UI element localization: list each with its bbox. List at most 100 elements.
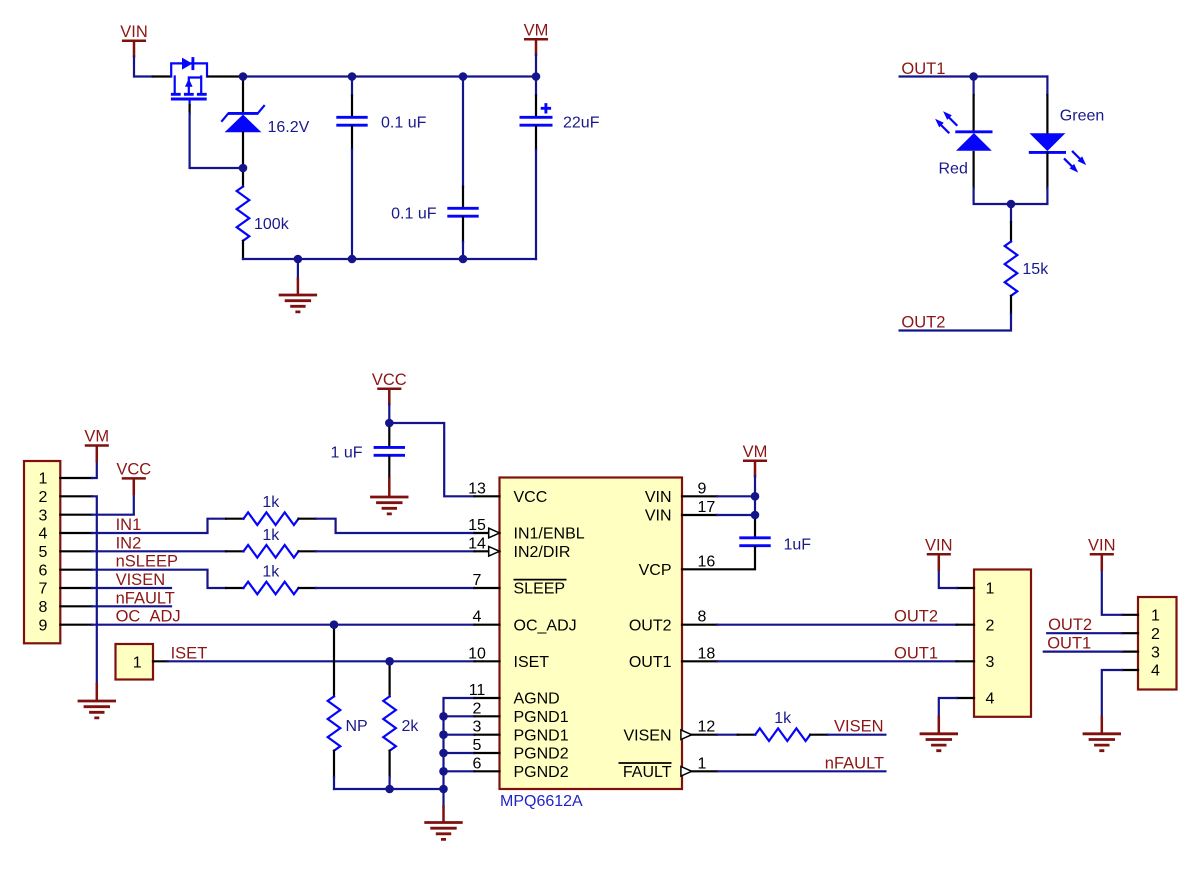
- resistor-np-body: [326, 695, 342, 752]
- wire-j2-pin1-vin: [937, 569, 958, 590]
- net-label-in1: IN1: [116, 516, 142, 534]
- header-j1-stubs: [59, 476, 94, 626]
- section-logic-inputs: IN1 1k IN2 1k nSLEEP 1k VISEN nFAULT OC …: [90, 494, 476, 626]
- ic-pin-number: 4: [473, 609, 482, 626]
- ic-pin-name: ISET: [514, 654, 550, 671]
- resistor-100k: 100k: [235, 166, 290, 261]
- power-bar-vin-j3: [1089, 553, 1114, 572]
- resistor-2k: 2k: [382, 660, 420, 791]
- ic-pin-number: 13: [468, 480, 486, 497]
- cap2-value: 0.1 uF: [391, 206, 437, 223]
- cap22-plates: [519, 115, 553, 127]
- ic-pin-name: SLEEP: [514, 581, 566, 598]
- header-j1-body: [22, 459, 62, 645]
- ic-pin-number: 14: [468, 535, 486, 552]
- section-power-input: VIN 16.2V: [120, 22, 600, 314]
- zener-cathode-hooks: [220, 104, 266, 123]
- header-j1-pin1: 1: [39, 471, 48, 488]
- wire-gate-to-divider: [188, 112, 242, 170]
- header-j1-pin5: 5: [39, 544, 48, 561]
- wire-led-branches-top: [972, 75, 1049, 97]
- junction-dot: [439, 784, 448, 794]
- ic-pin-number: 8: [698, 609, 707, 626]
- resistor-in2-body: [242, 543, 300, 559]
- net-label-ocadj: OC ADJ: [116, 608, 181, 626]
- ic-pin-number: 11: [469, 682, 486, 699]
- header-j1-pin2: 2: [39, 489, 48, 506]
- power-bar-vm-top: [523, 38, 549, 57]
- resistor-visen-body: [754, 727, 812, 743]
- ic-body: [498, 476, 684, 791]
- led-red: Red: [935, 111, 993, 178]
- header-j1: 1 2 3 4 5 6 7 8 9 VM VCC: [22, 428, 151, 720]
- wire-j3-pin1-vin: [1100, 569, 1124, 616]
- mosfet-arrow-icon: [185, 78, 193, 87]
- zener-triangle-icon: [224, 114, 262, 133]
- ic-pin-name: IN2/DIR: [514, 544, 571, 561]
- cap-vm-value: 1uF: [784, 537, 812, 554]
- resistor-15k-value: 15k: [1022, 261, 1049, 278]
- power-bar-vin-j2: [926, 553, 951, 572]
- led-bottom-leads: [972, 150, 1049, 190]
- section-iset: 1 ISET NP 2k: [114, 620, 476, 841]
- ic-pin-name: PGND2: [514, 746, 569, 763]
- resistor-nsleep-value: 1k: [262, 564, 280, 581]
- junction-dot: [329, 620, 339, 629]
- led-red-arrow-shafts: [938, 114, 959, 135]
- cap1-plates: [334, 115, 370, 127]
- power-bar-vm-ic: [742, 459, 768, 478]
- ic-right-stubs: [680, 495, 719, 773]
- net-label-in2: IN2: [116, 534, 142, 552]
- net-label-vcc-cap: VCC: [372, 371, 407, 389]
- junction-dot: [1006, 199, 1016, 209]
- ic-pin-name: OUT2: [629, 617, 672, 634]
- wire-j2-pin4-gnd: [937, 696, 958, 718]
- wire-vin-pins: [715, 495, 757, 517]
- ic-pin-number: 1: [698, 755, 707, 772]
- junction-dot: [293, 254, 303, 264]
- ground-icon-topleft: [277, 293, 319, 314]
- ic-input-arrow-icon: [487, 527, 502, 539]
- cap-vcc-value: 1 uF: [330, 445, 362, 462]
- cap1-value: 0.1 uF: [381, 115, 427, 132]
- ic-input-arrow-icon: [487, 545, 502, 558]
- junction-dot: [458, 72, 468, 81]
- wire-vcp: [680, 545, 757, 571]
- ic-pin-number: 5: [473, 737, 482, 754]
- cap22-value: 22uF: [563, 115, 600, 132]
- junction-dot: [439, 767, 448, 776]
- wire-j1-pin3-vcc: [90, 492, 135, 516]
- section-led-indicator: OUT1 Red Green: [898, 60, 1104, 332]
- ic-pin-name: IN1/ENBL: [514, 526, 585, 543]
- ground-icon-j3: [1081, 732, 1123, 753]
- header-j3-pin1: 1: [1151, 608, 1160, 625]
- ic-pin-name: VCC: [514, 489, 548, 506]
- wire-nsleep-left: [90, 568, 228, 590]
- net-label-out1-j3: OUT1: [1047, 635, 1091, 653]
- wire-in1-left: [90, 517, 228, 535]
- led-green-arrow-head: [1069, 163, 1079, 173]
- net-label-vin-j3: VIN: [1088, 537, 1116, 555]
- ic-pin-number: 18: [698, 645, 716, 662]
- header-j1-pin3: 3: [39, 507, 48, 524]
- header-j1-pin9: 9: [39, 617, 48, 634]
- led-red-arrow-head: [943, 111, 952, 120]
- resistor-in1-body: [242, 511, 300, 527]
- resistor-in2-value: 1k: [262, 527, 280, 544]
- junction-dot: [238, 72, 248, 81]
- resistor-15k: 15k: [1003, 202, 1049, 316]
- ground-icon-j2: [918, 732, 960, 753]
- net-label-vin-j2: VIN: [925, 537, 953, 555]
- header-j1-pin6: 6: [39, 562, 48, 579]
- net-label-out2-j3: OUT2: [1048, 616, 1092, 634]
- resistor-2k-body: [382, 695, 397, 752]
- cap2-plates: [445, 206, 481, 218]
- net-label-vin-top: VIN: [120, 23, 148, 41]
- junction-dot: [385, 418, 394, 428]
- resistor-visen: 1k VISEN: [715, 710, 887, 743]
- resistor-2k-value: 2k: [402, 718, 420, 735]
- ic-left-stubs: [473, 495, 501, 773]
- led-green-arrow-head: [1077, 156, 1087, 166]
- junction-dot: [385, 784, 394, 794]
